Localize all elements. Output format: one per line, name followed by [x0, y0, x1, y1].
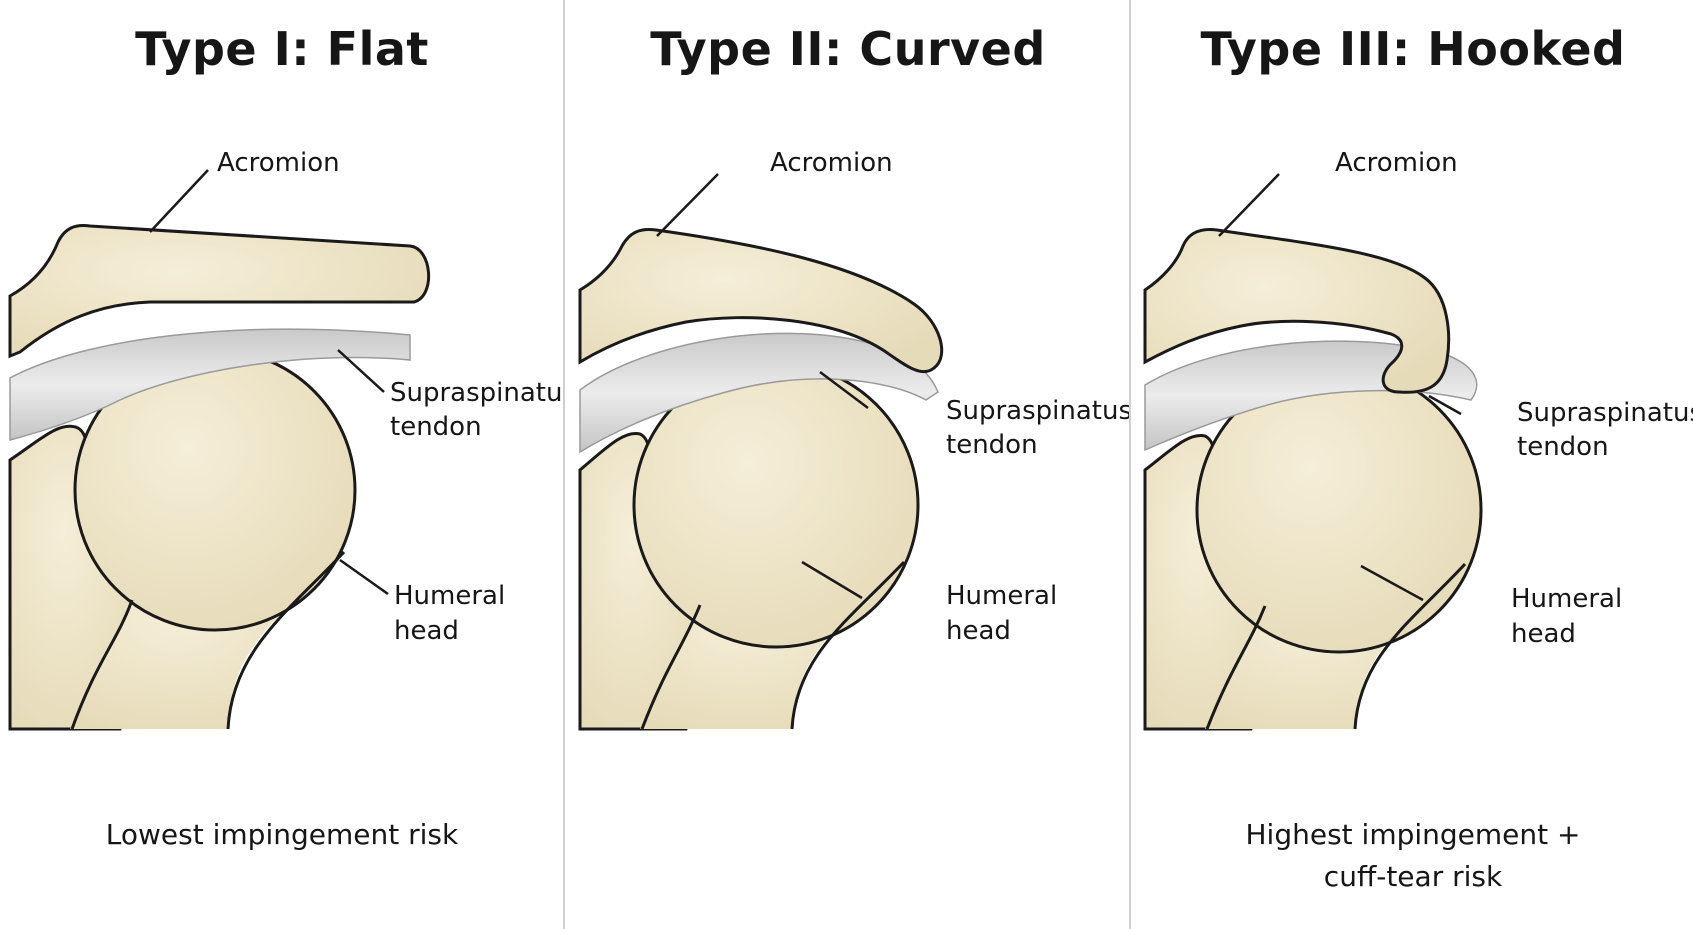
acromion-label: Acromion: [770, 148, 893, 178]
risk-caption-line1: Highest impingement +: [1245, 818, 1581, 851]
humeral-head-label-line1: Humeral: [946, 581, 1058, 611]
panel-type-3: Type III: Hooked Acromion Supraspinatus …: [1131, 0, 1693, 929]
illustration-type-1: [8, 169, 430, 731]
tendon-label-line2: tendon: [946, 430, 1038, 460]
panel-title: Type II: Curved: [650, 22, 1046, 76]
illustration-type-2: [578, 173, 944, 731]
panel-title: Type I: Flat: [135, 22, 429, 76]
humeral-head-label-line1: Humeral: [394, 581, 506, 611]
risk-caption-line2: cuff-tear risk: [1323, 860, 1503, 893]
panel-divider: [563, 0, 565, 929]
supraspinatus-tendon-shape: [9, 328, 411, 441]
humeral-head-label-line1: Humeral: [1511, 584, 1623, 614]
humeral-head-label-line2: head: [1511, 619, 1576, 649]
risk-caption-line1: Lowest impingement risk: [105, 818, 459, 851]
panel-type-1: Type I: Flat Acromion Supraspinatus tend…: [0, 0, 564, 929]
panel-title: Type III: Hooked: [1200, 22, 1626, 76]
tendon-label-line2: tendon: [1517, 432, 1609, 462]
supraspinatus-tendon-shape: [579, 332, 939, 454]
panel-divider: [1129, 0, 1131, 929]
panel-type-2: Type II: Curved Acromion Supraspinatus t…: [566, 0, 1130, 929]
tendon-label-line2: tendon: [390, 412, 482, 442]
acromion-label: Acromion: [1335, 148, 1458, 178]
illustration-type-3: [1143, 173, 1483, 731]
acromion-shape: [1143, 228, 1451, 394]
acromion-shape: [578, 228, 944, 374]
acromion-label: Acromion: [217, 148, 340, 178]
tendon-label-line1: Supraspinatus: [1517, 398, 1693, 428]
humeral-head-label-line2: head: [946, 616, 1011, 646]
acromion-shape: [8, 224, 430, 359]
tendon-label-line1: Supraspinatus: [390, 378, 564, 408]
tendon-label-line1: Supraspinatus: [946, 396, 1130, 426]
humeral-head-label-line2: head: [394, 616, 459, 646]
